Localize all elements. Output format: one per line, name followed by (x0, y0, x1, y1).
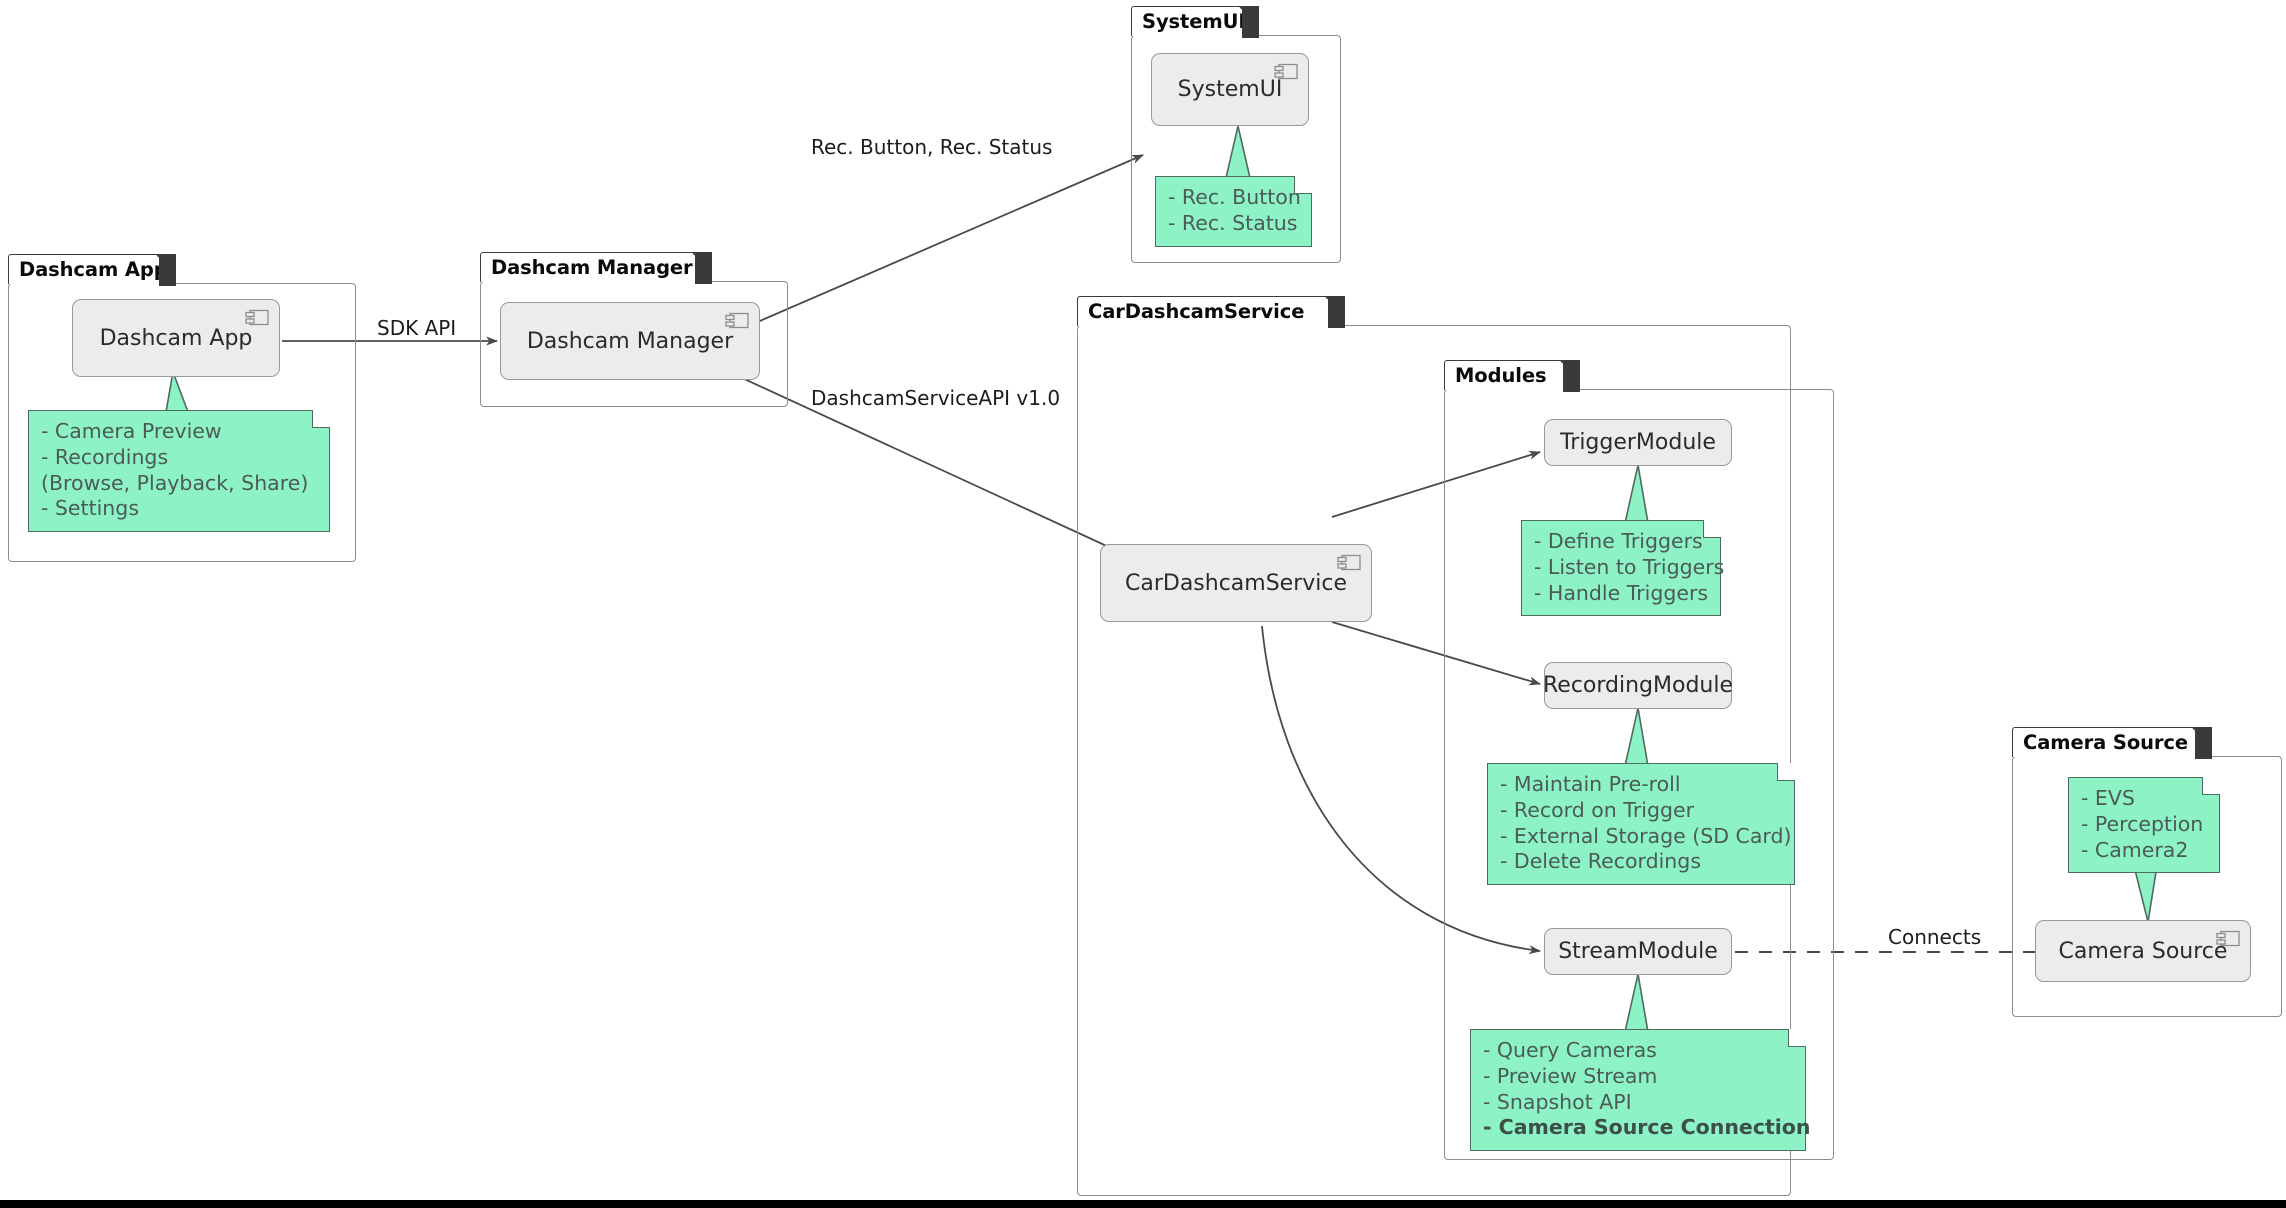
component-label: StreamModule (1558, 939, 1718, 964)
uml-component-icon (1274, 63, 1298, 80)
edge-label-rec-button-status: Rec. Button, Rec. Status (811, 135, 1053, 159)
note-line: - EVS (2081, 786, 2135, 810)
note-fold-icon (1777, 763, 1795, 781)
component-camera-source[interactable]: Camera Source (2035, 920, 2251, 982)
tab-corner-icon (692, 252, 711, 283)
package-title: CarDashcamService (1088, 300, 1305, 323)
component-car-dashcam-service[interactable]: CarDashcamService (1100, 544, 1372, 622)
uml-component-icon (2216, 930, 2240, 947)
note-line: - External Storage (SD Card) (1500, 823, 1792, 848)
note-line: - Rec. Status (1168, 210, 1298, 235)
package-modules: Modules (1444, 360, 1834, 1160)
component-label: RecordingModule (1542, 673, 1734, 698)
package-dashcam-manager: Dashcam Manager (480, 252, 788, 407)
package-body-modules (1444, 389, 1834, 1160)
note-line: - Camera2 (2081, 837, 2189, 862)
package-title: Modules (1455, 364, 1547, 387)
package-body-dashcam-app (8, 283, 356, 562)
note-camera-source: - EVS - Perception - Camera2 (2068, 777, 2220, 874)
package-camera-source: Camera Source (2012, 727, 2282, 1017)
uml-component-icon (245, 309, 269, 326)
note-line: - Define Triggers (1534, 529, 1703, 553)
component-label: Dashcam Manager (526, 328, 734, 354)
note-fold-icon (312, 410, 330, 428)
package-tab-camera-source: Camera Source (2012, 727, 2212, 759)
tab-corner-icon (156, 254, 175, 285)
component-system-ui[interactable]: SystemUI (1151, 53, 1309, 126)
uml-component-icon (1337, 554, 1361, 571)
component-label: Camera Source (2058, 938, 2228, 964)
package-title: Dashcam Manager (491, 256, 693, 279)
package-tab-dashcam-manager: Dashcam Manager (480, 252, 712, 284)
component-label: CarDashcamService (1124, 570, 1348, 596)
note-line: - Snapshot API (1483, 1089, 1632, 1114)
component-dashcam-app[interactable]: Dashcam App (72, 299, 280, 377)
note-line: - Query Cameras (1483, 1038, 1657, 1062)
package-dashcam-app: Dashcam App (8, 254, 356, 562)
note-line: - Listen to Triggers (1534, 554, 1725, 579)
package-body-car-dashcam-service (1077, 325, 1791, 1196)
package-tab-modules: Modules (1444, 360, 1580, 392)
component-recording-module[interactable]: RecordingModule (1543, 662, 1733, 709)
component-label: Dashcam App (99, 325, 253, 351)
note-line: - Settings (41, 496, 139, 521)
component-stream-module[interactable]: StreamModule (1544, 928, 1732, 975)
package-title: Camera Source (2023, 731, 2189, 754)
tab-corner-icon (1560, 360, 1579, 391)
note-stream-module: - Query Cameras - Preview Stream - Snaps… (1470, 1029, 1811, 1152)
package-system-ui: SystemUI (1131, 6, 1341, 263)
package-tab-system-ui: SystemUI (1131, 6, 1259, 38)
package-tab-car-dashcam-service: CarDashcamService (1077, 296, 1345, 328)
edge-label-connects: Connects (1888, 925, 1982, 949)
uml-component-icon (725, 312, 749, 329)
note-line: - Camera Preview (41, 419, 222, 443)
edge-label-sdk-api: SDK API (377, 316, 457, 340)
note-line: - Preview Stream (1483, 1063, 1658, 1088)
tab-corner-icon (1325, 296, 1344, 327)
package-tab-dashcam-app: Dashcam App (8, 254, 176, 286)
note-line: - Maintain Pre-roll (1500, 772, 1681, 796)
note-dashcam-app: - Camera Preview - Recordings (Browse, P… (28, 410, 330, 533)
edge-label-dashcamserviceapi: DashcamServiceAPI v1.0 (811, 386, 1061, 410)
component-label: TriggerModule (1560, 430, 1716, 455)
note-fold-icon (1788, 1029, 1806, 1047)
package-title: SystemUI (1142, 10, 1246, 33)
component-trigger-module[interactable]: TriggerModule (1544, 419, 1732, 466)
package-car-dashcam-service: CarDashcamService (1077, 296, 1791, 1196)
note-line: (Browse, Playback, Share) (41, 470, 309, 495)
note-line: - Perception (2081, 811, 2204, 836)
note-line: - Handle Triggers (1534, 580, 1709, 605)
note-line: - Record on Trigger (1500, 797, 1695, 822)
component-label: SystemUI (1177, 77, 1283, 102)
tab-corner-icon (1239, 6, 1258, 37)
note-fold-icon (1703, 520, 1721, 538)
note-line: - Delete Recordings (1500, 849, 1701, 874)
bottom-black-bar (0, 1200, 2286, 1208)
note-line: - Camera Source Connection (1483, 1115, 1811, 1140)
note-line: - Rec. Button (1168, 185, 1301, 209)
package-title: Dashcam App (19, 258, 168, 281)
component-dashcam-manager[interactable]: Dashcam Manager (500, 302, 760, 380)
note-system-ui: - Rec. Button - Rec. Status (1155, 176, 1312, 247)
note-fold-icon (2202, 777, 2220, 795)
note-recording-module: - Maintain Pre-roll - Record on Trigger … (1487, 763, 1795, 886)
note-fold-icon (1294, 176, 1312, 194)
note-line: - Recordings (41, 444, 169, 469)
note-trigger-module: - Define Triggers - Listen to Triggers -… (1521, 520, 1725, 617)
tab-corner-icon (2192, 727, 2211, 758)
